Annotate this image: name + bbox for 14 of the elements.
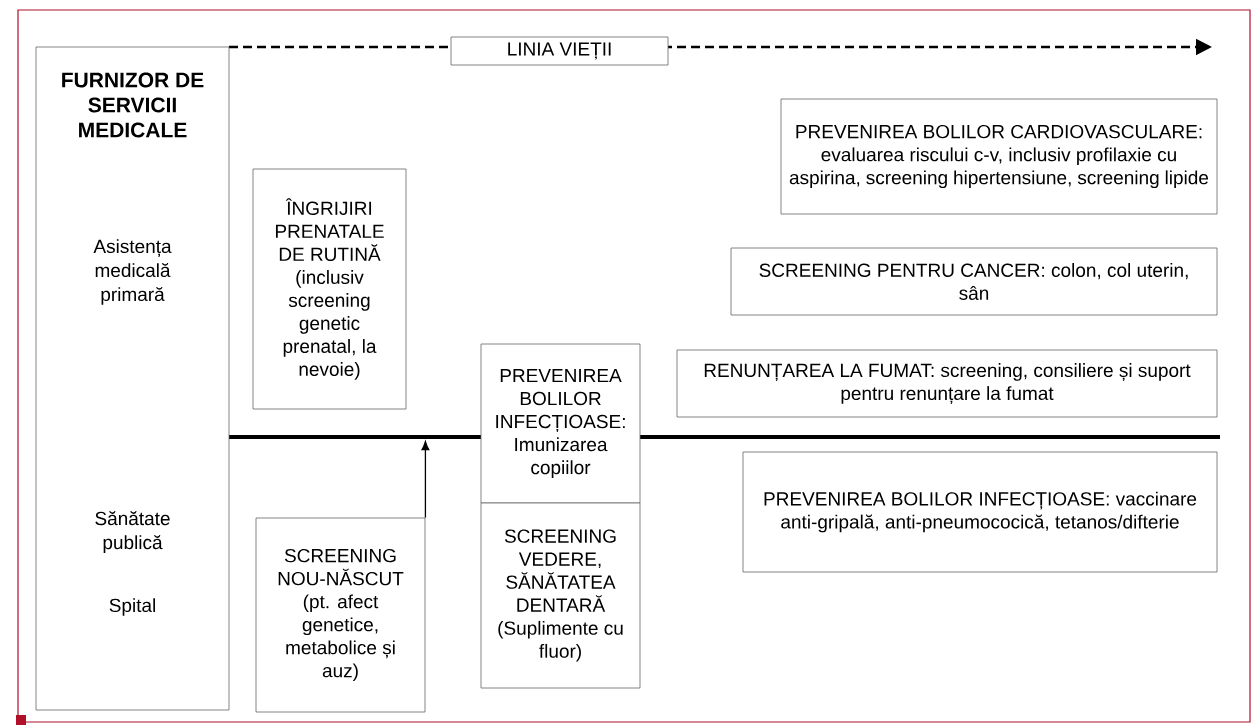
- text-box: PREVENIREA BOLILOR INFECȚIOASE: Imunizarea copiilor: [480, 343, 641, 504]
- text-box: PREVENIREA BOLILOR CARDIOVASCULARE: evaluarea riscului c-v, inclusiv profilaxie cu aspirina, screening hipertensiune, screening lipide: [780, 98, 1218, 215]
- text-box: SCREENING PENTRU CANCER: colon, col uterin, sân: [730, 247, 1218, 316]
- text-box: LINIA VIEȚII: [450, 36, 669, 66]
- arrow: [421, 441, 430, 519]
- text-box: ÎNGRIJIRI PRENATALE DE RUTINĂ (inclusiv screening genetic prenatal, la nevoie): [252, 168, 407, 410]
- provider-label: Spital: [109, 598, 155, 616]
- heading: FURNIZOR DE SERVICII MEDICALE: [62, 72, 204, 138]
- provider-label: Sănătate publică: [95, 511, 170, 553]
- text-box: PREVENIREA BOLILOR INFECȚIOASE: vaccinare anti-gripală, anti-pneumococică, tetanos/difterie: [742, 451, 1218, 573]
- text-box: RENUNȚAREA LA FUMAT: screening, consiliere și suport pentru renunțare la fumat: [676, 349, 1218, 418]
- text-box: SCREENING NOU-NĂSCUT (pt. afect genetice, metabolice și auz): [255, 517, 426, 713]
- provider-label: Asistența medicală primară: [93, 239, 172, 305]
- text-box: SCREENING VEDERE, SĂNĂTATEA DENTARĂ (Suplimente cu fluor): [480, 502, 641, 689]
